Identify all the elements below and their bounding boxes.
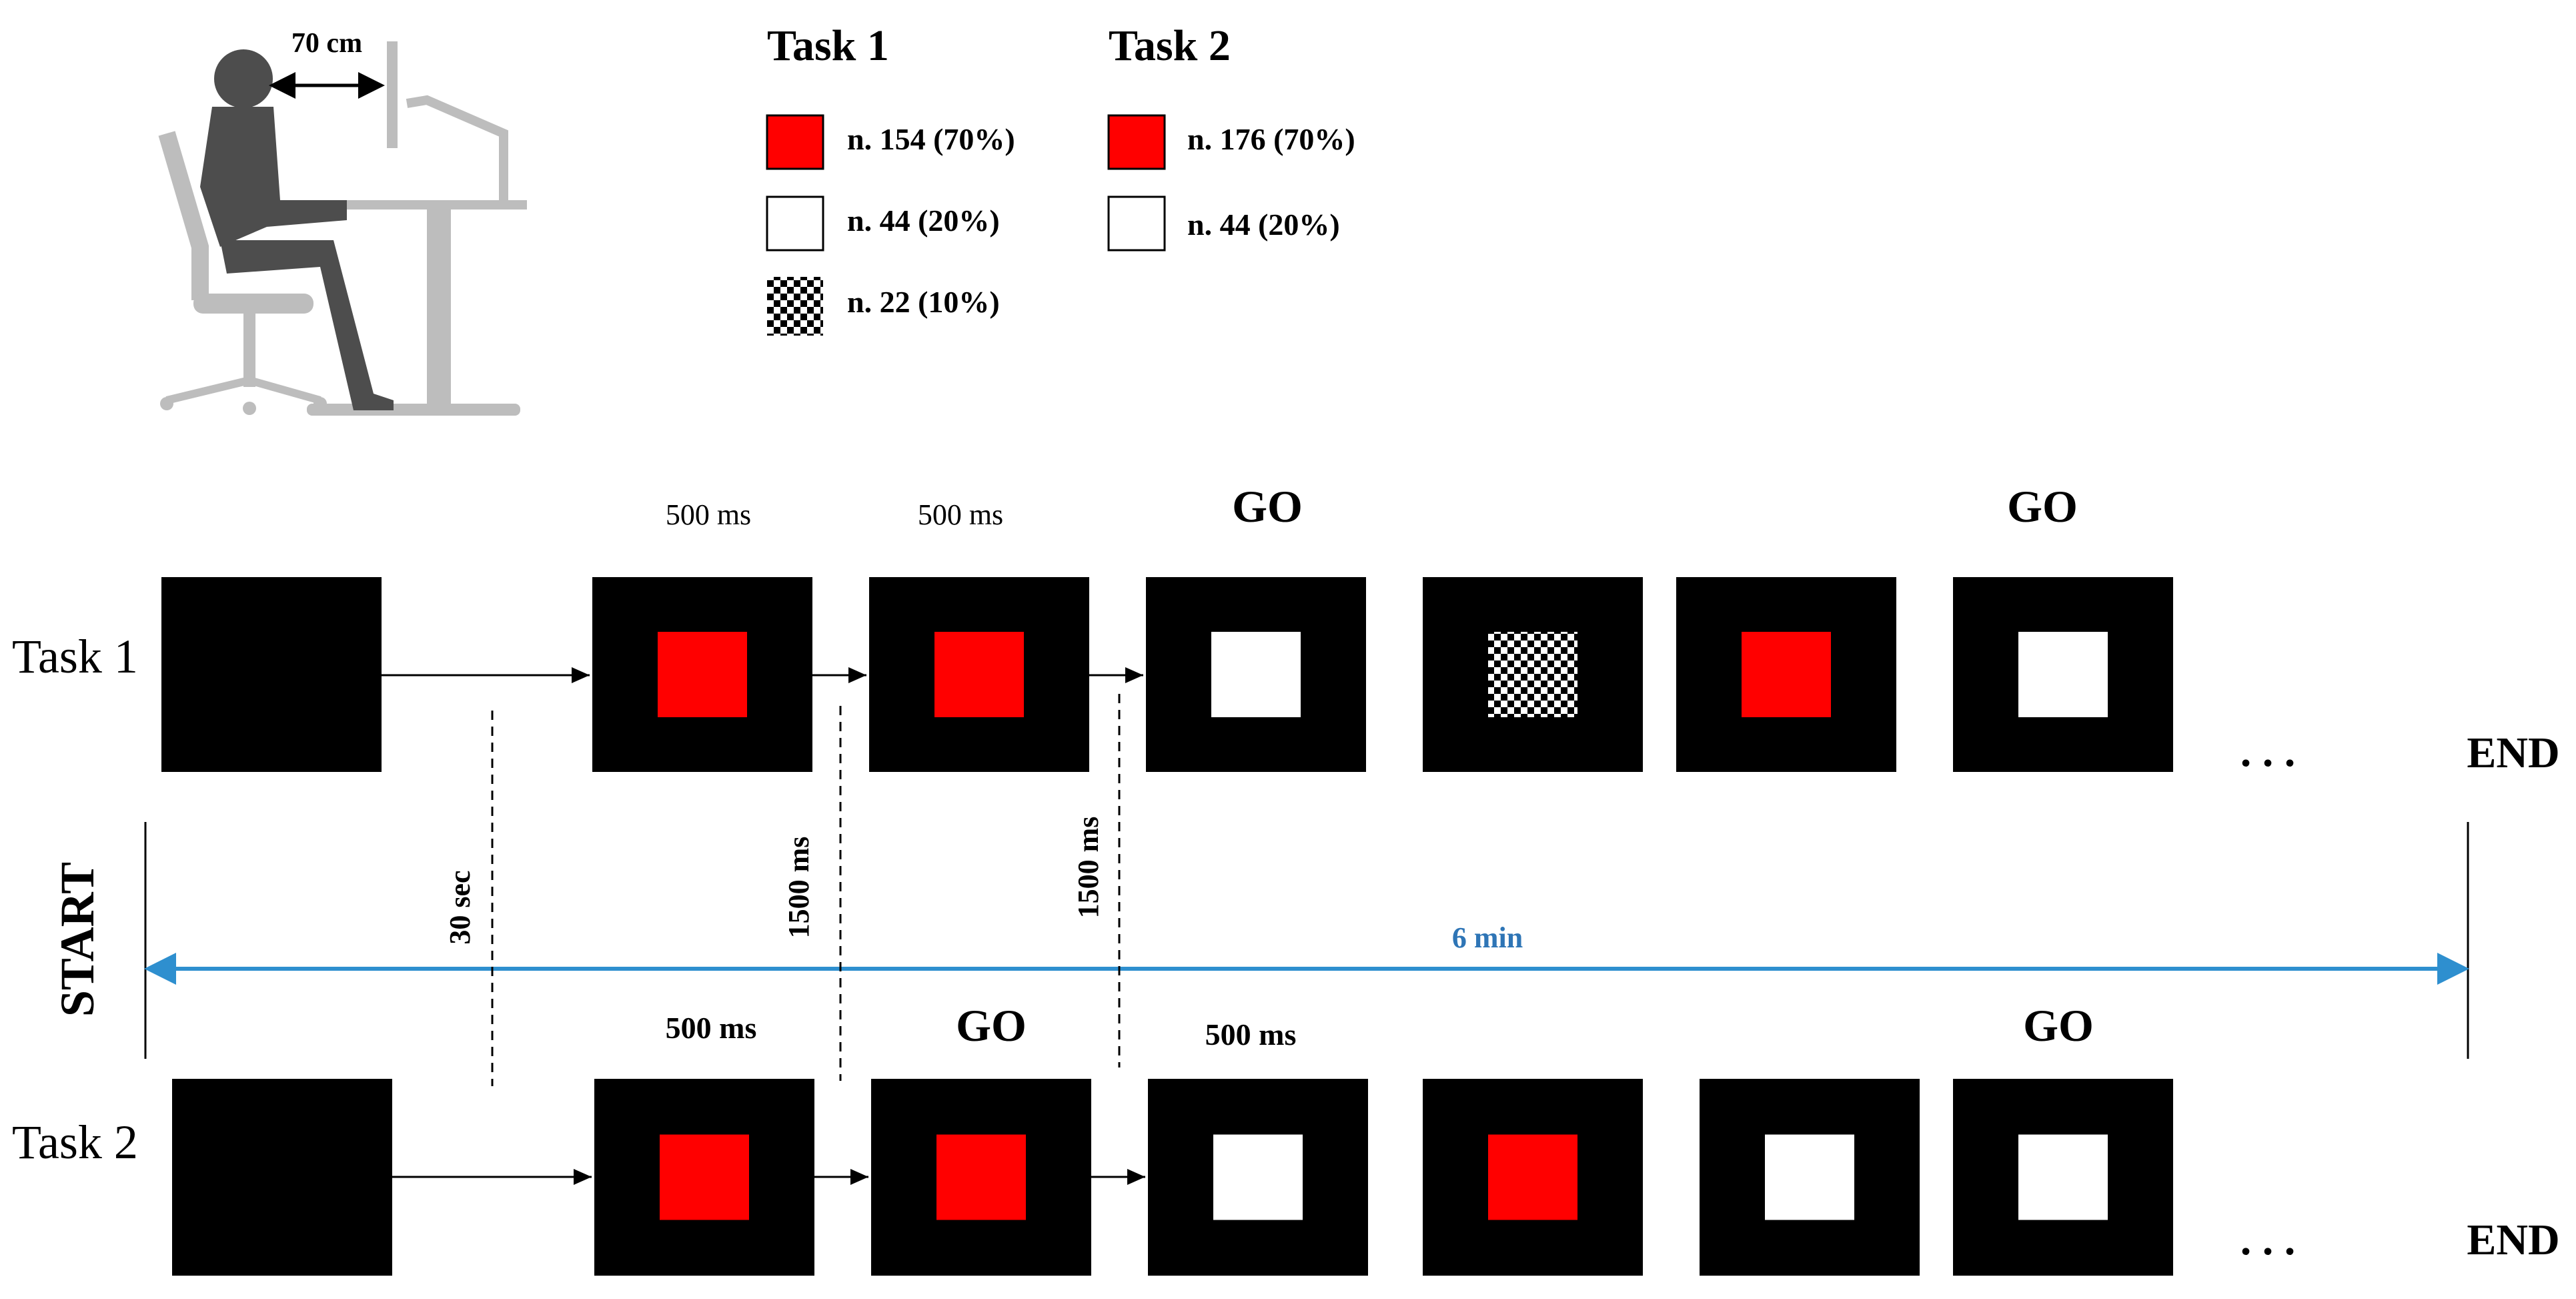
task2-sequence	[172, 1079, 2173, 1276]
viewing-distance-label: 70 cm	[291, 28, 362, 59]
white-stimulus	[2018, 1134, 2108, 1220]
timeline: 6 min START 30 sec 1500 ms 1500 ms	[51, 694, 2469, 1086]
legend-task1-red-swatch	[766, 114, 824, 170]
chair-post	[243, 314, 255, 387]
task2-go-label: GO	[956, 1000, 1027, 1051]
legend-task2-white-count: n. 44 (20%)	[1187, 207, 1340, 242]
white-stimulus	[1765, 1134, 1854, 1220]
red-stimulus	[1742, 632, 1831, 717]
white-stimulus	[2018, 632, 2108, 717]
legend-task1-checkerboard-swatch	[767, 277, 823, 336]
chair-back	[158, 131, 209, 300]
task1-label: Task 1	[12, 630, 138, 683]
task1-timing-label: 500 ms	[666, 498, 751, 531]
task2-timing-label: 500 ms	[666, 1011, 757, 1045]
task1-timing-label: 500 ms	[918, 498, 1003, 531]
interval-label: 1500 ms	[1072, 817, 1105, 919]
interval-label: 1500 ms	[782, 837, 815, 939]
legend-task2-red-swatch	[1107, 114, 1166, 170]
legend-task1-white-swatch	[766, 195, 824, 252]
person-legs	[220, 240, 394, 410]
task2-end-label: END	[2467, 1216, 2559, 1264]
task2-timing-label: 500 ms	[1205, 1017, 1297, 1051]
red-stimulus	[1488, 1134, 1577, 1220]
task1-ellipsis: . . .	[2240, 727, 2296, 776]
desk-foot	[307, 404, 520, 416]
task2-screen-blank	[172, 1079, 392, 1276]
legend-task2-white-swatch	[1107, 195, 1166, 252]
task1-go-label: GO	[1232, 481, 1303, 532]
task1-end-label: END	[2467, 729, 2559, 777]
task1-sequence	[161, 577, 2173, 772]
legend-task2-red-count: n. 176 (70%)	[1187, 122, 1355, 156]
person-torso	[200, 107, 347, 247]
legend-task1-checkerboard-count: n. 22 (10%)	[847, 285, 1000, 319]
checkerboard-stimulus	[1488, 632, 1577, 717]
red-stimulus	[658, 632, 747, 717]
timeline-start-label: START	[51, 862, 104, 1017]
white-stimulus	[1213, 1134, 1303, 1220]
timeline-duration-label: 6 min	[1452, 921, 1523, 954]
task1-screen-blank	[161, 577, 382, 772]
legend-task2-title: Task 2	[1109, 21, 1231, 70]
task2-ellipsis: . . .	[2240, 1216, 2296, 1264]
monitor-arm	[406, 95, 508, 200]
stimulus-legend: Task 1 n. 154 (70%) n. 44 (20%) n. 22 (1…	[766, 21, 1355, 336]
participant-setup-illustration: 70 cm	[158, 28, 527, 416]
person-head	[214, 49, 273, 108]
task2-go-label: GO	[2023, 1000, 2094, 1051]
red-stimulus	[934, 632, 1024, 717]
task1-go-label: GO	[2007, 481, 2078, 532]
white-stimulus	[1211, 632, 1301, 717]
red-stimulus	[936, 1134, 1026, 1220]
task2-label: Task 2	[12, 1116, 138, 1169]
legend-task1-white-count: n. 44 (20%)	[847, 203, 1000, 238]
chair-base	[165, 376, 321, 404]
red-stimulus	[660, 1134, 749, 1220]
monitor	[387, 41, 398, 148]
legend-task1-red-count: n. 154 (70%)	[847, 122, 1015, 156]
interval-label: 30 sec	[444, 870, 476, 944]
chair-seat	[193, 294, 313, 314]
desk-leg	[427, 209, 451, 410]
legend-task1-title: Task 1	[767, 21, 889, 70]
